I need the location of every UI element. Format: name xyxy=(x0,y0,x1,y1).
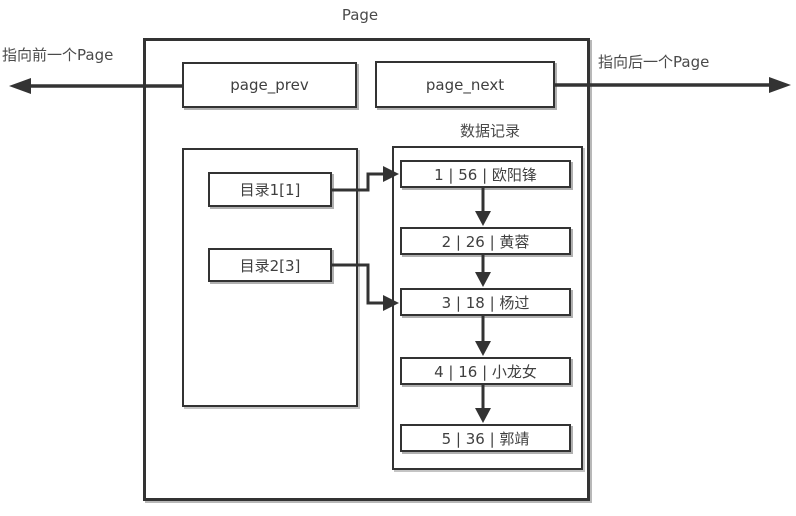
directory-entry-1: 目录1[1] xyxy=(208,172,332,207)
directory-entry-1-label: 目录1[1] xyxy=(239,181,301,199)
record-3-text: 3 | 18 | 杨过 xyxy=(441,293,530,312)
page-prev-label: page_prev xyxy=(230,76,309,94)
record-row-2: 2 | 26 | 黄蓉 xyxy=(400,227,571,255)
record-row-3: 3 | 18 | 杨过 xyxy=(400,288,571,316)
record-row-4: 4 | 16 | 小龙女 xyxy=(400,357,571,385)
page-box xyxy=(143,38,590,501)
page-next-label: page_next xyxy=(425,75,505,94)
record-row-1: 1 | 56 | 欧阳锋 xyxy=(400,160,571,188)
record-1-text: 1 | 56 | 欧阳锋 xyxy=(434,165,537,184)
page-next-box: page_next xyxy=(375,61,555,108)
record-5-text: 5 | 36 | 郭靖 xyxy=(441,429,530,448)
directory-entry-2-label: 目录2[3] xyxy=(239,256,301,275)
next-page-arrow xyxy=(555,77,791,93)
data-records-label: 数据记录 xyxy=(459,122,520,140)
record-2-text: 2 | 26 | 黄蓉 xyxy=(441,232,530,251)
record-4-text: 4 | 16 | 小龙女 xyxy=(434,362,537,381)
prev-page-arrow-label: 指向前一个Page xyxy=(2,46,114,64)
page-title: Page xyxy=(341,6,379,24)
page-prev-box: page_prev xyxy=(182,62,357,108)
directory-entry-2: 目录2[3] xyxy=(208,248,332,282)
next-page-arrow-label: 指向后一个Page xyxy=(598,53,710,71)
record-row-5: 5 | 36 | 郭靖 xyxy=(400,424,571,452)
